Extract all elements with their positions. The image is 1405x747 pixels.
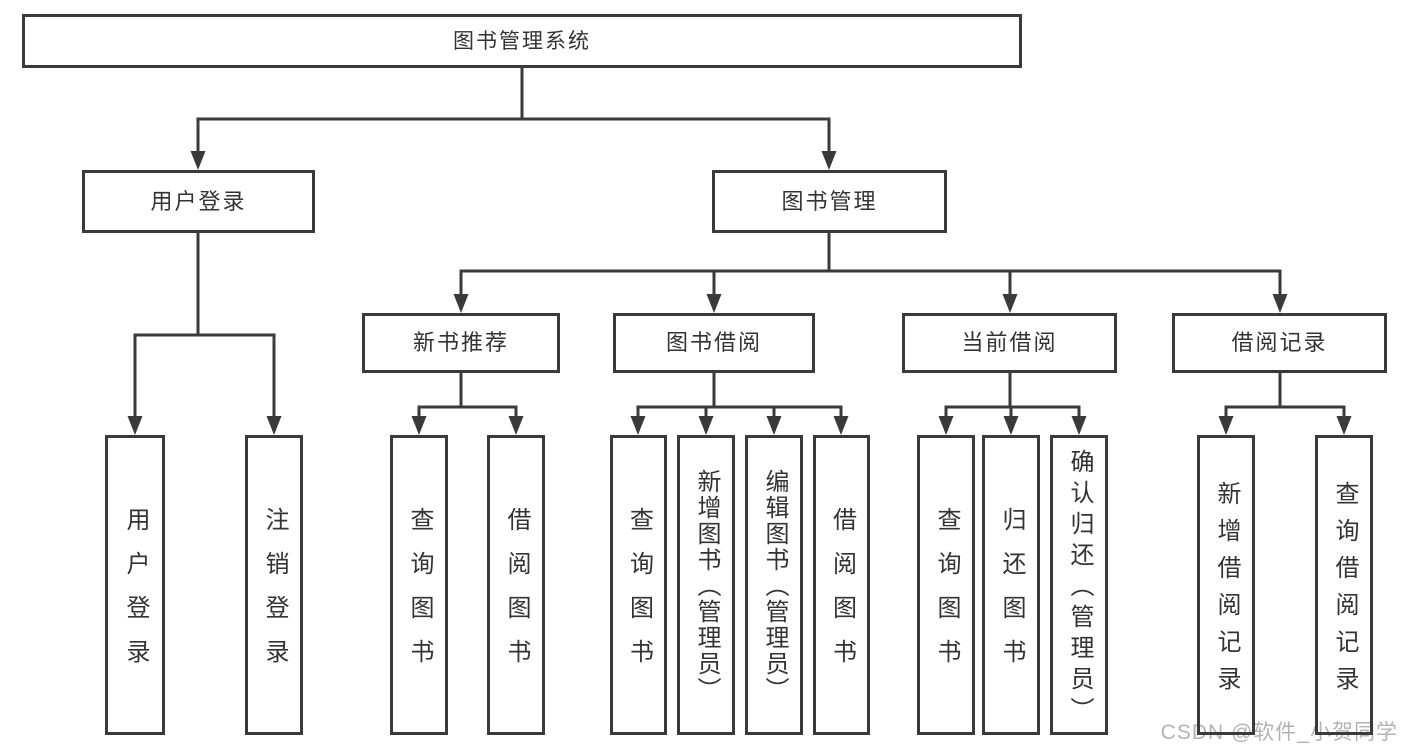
node-label: 用户登录 [150,188,247,214]
node-borrow-books: 借阅图书 [813,435,870,735]
node-query-books: 查询图书 [610,435,667,735]
node-user-login: 用户登录 [105,435,165,735]
node-label: 借阅记录 [1231,330,1328,355]
node-label: 图书管理 [781,188,878,214]
node-library-management-system: 图书管理系统 [22,14,1022,68]
node-confirm-return-admin: 确认归还（管理员） [1050,435,1108,735]
node-query-books: 查询图书 [917,435,975,735]
node-book-borrow: 图书借阅 [613,313,815,373]
node-label: 新书推荐 [412,330,509,355]
node-add-book-admin: 新增图书（管理员） [677,435,735,735]
node-edit-book-admin: 编辑图书（管理员） [745,435,803,735]
node-label: 确认归还（管理员） [1066,449,1093,728]
node-label: 查询图书 [406,507,433,683]
node-label: 查询图书 [933,507,960,683]
node-label: 注销登录 [261,507,288,683]
node-label: 借阅图书 [503,507,530,683]
node-book-management-branch: 图书管理 [712,170,947,233]
node-add-borrow-record: 新增借阅记录 [1197,435,1255,735]
node-label: 当前借阅 [961,330,1058,355]
node-label: 图书管理系统 [453,29,591,53]
csdn-watermark: CSDN @软件_小贺同学 [1160,721,1398,744]
node-label: 编辑图书（管理员） [761,469,788,703]
node-label: 查询图书 [625,507,653,683]
node-user-login-branch: 用户登录 [82,170,315,233]
node-label: 图书借阅 [665,330,762,355]
node-borrow-books: 借阅图书 [487,435,545,735]
node-label: 归还图书 [998,507,1025,683]
node-return-books: 归还图书 [982,435,1040,735]
arrowheads [127,151,1352,435]
node-new-book-recommend: 新书推荐 [362,313,560,373]
node-logout: 注销登录 [245,435,303,735]
node-query-borrow-record: 查询借阅记录 [1315,435,1373,735]
node-label: 查询借阅记录 [1331,480,1358,703]
node-label: 借阅图书 [828,507,856,683]
node-label: 新增图书（管理员） [693,469,720,703]
node-label: 新增借阅记录 [1213,480,1240,703]
node-current-borrow: 当前借阅 [902,313,1117,373]
node-query-books: 查询图书 [390,435,448,735]
node-label: 用户登录 [122,507,149,683]
node-borrow-records: 借阅记录 [1172,313,1387,373]
